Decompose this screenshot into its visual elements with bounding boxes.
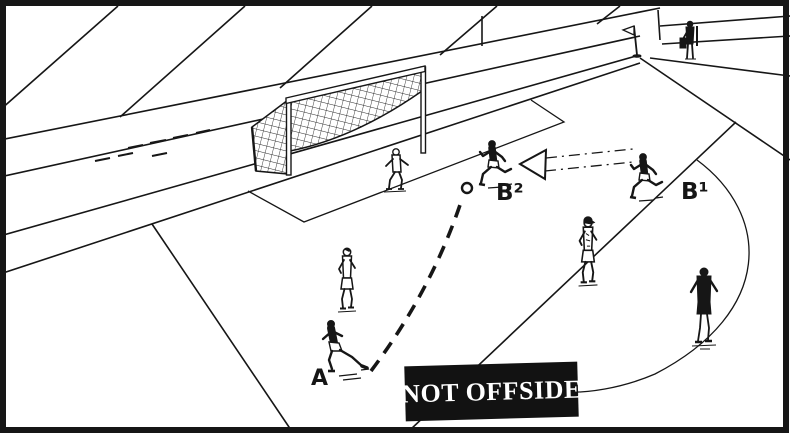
- goal-area-box: [247, 99, 566, 223]
- corner-flag: [621, 25, 642, 58]
- label-player-b1: B¹: [681, 179, 709, 205]
- attacker-b1: [630, 154, 663, 201]
- attacker-a: [321, 320, 370, 381]
- goalkeeper: [383, 148, 409, 193]
- not-offside-caption: NOT OFFSIDE: [401, 362, 582, 421]
- frame-border: [0, 0, 789, 433]
- touchline: [639, 57, 790, 161]
- goal-net-side: [251, 98, 289, 175]
- pass-trajectory: [369, 198, 464, 373]
- goal-net-back: [287, 67, 424, 152]
- goal-line: [0, 55, 641, 275]
- white-defender: [337, 247, 357, 313]
- goal-post-left: [285, 98, 292, 176]
- goal-post-right: [420, 66, 427, 154]
- penalty-area-left-line: [151, 223, 292, 431]
- dark-defender: [689, 267, 719, 350]
- goal: [250, 65, 427, 176]
- penalty-arc: [565, 159, 750, 393]
- linesman: [679, 20, 696, 60]
- referee: [577, 216, 599, 288]
- label-player-b2: B²: [496, 180, 524, 206]
- label-player-a: A: [311, 366, 329, 391]
- ball: [460, 181, 474, 195]
- run-direction-arrow: [517, 148, 634, 181]
- running-track-dashes: [94, 129, 211, 162]
- grandstand-hatching: [0, 5, 621, 118]
- goal-crossbar: [285, 65, 426, 105]
